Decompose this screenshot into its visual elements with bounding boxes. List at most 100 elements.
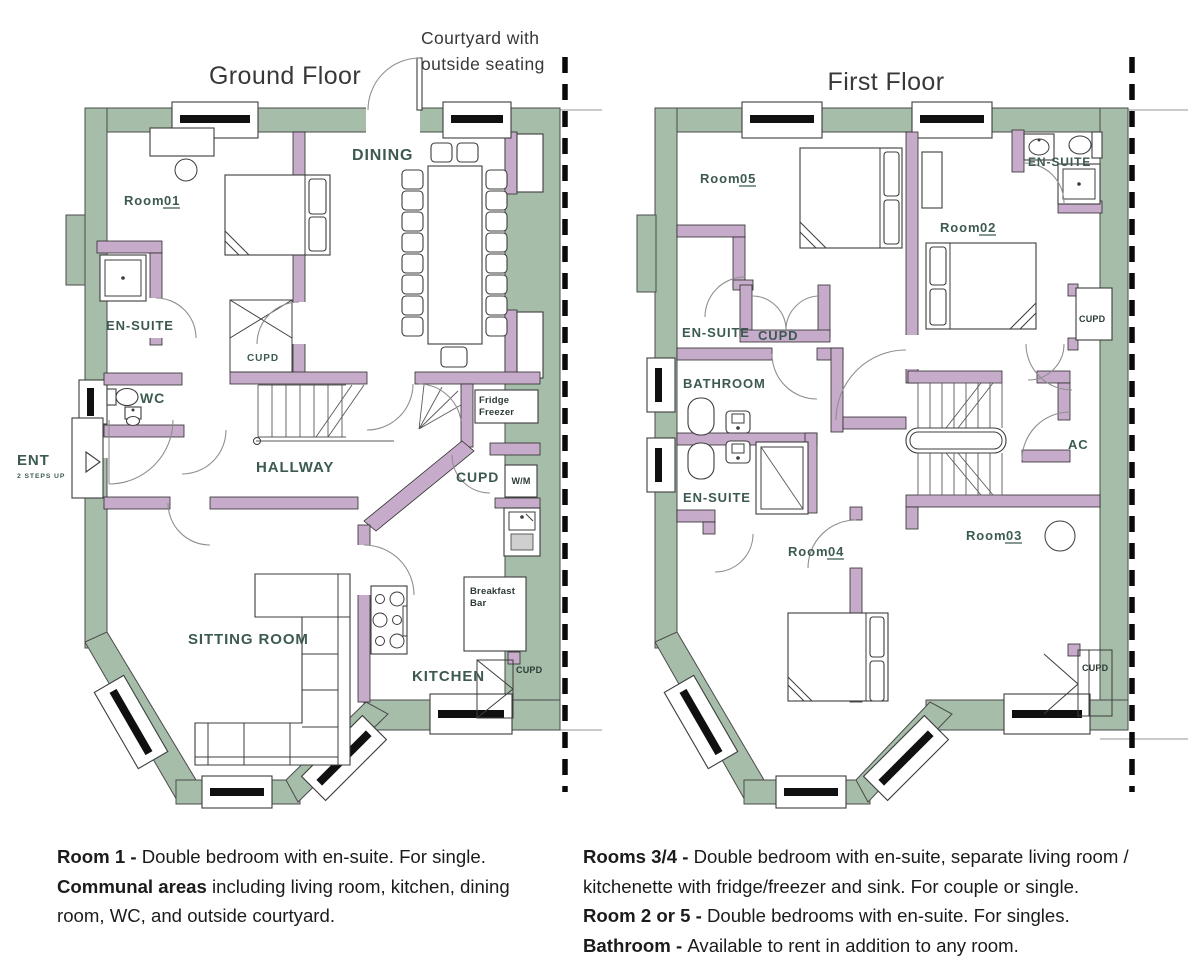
ground-labels: DINING Room 01 EN-SUITE WC CUPD HALLWAY …: [17, 147, 542, 685]
first-floor-plan: Room 05 Room 02 EN-SUITE EN-SUITE CUPD B…: [636, 101, 1129, 809]
legend-text: Double bedroom with en-suite. For single…: [141, 846, 486, 867]
legend-text: room, WC, and outside courtyard.: [57, 905, 335, 926]
label-room3-word: Room: [966, 528, 1006, 543]
label-wc: WC: [140, 390, 165, 406]
toilet: [725, 410, 751, 434]
kitchen-cupboard: [476, 659, 514, 719]
ground-staircase: [253, 383, 462, 445]
legend-bold: Communal areas: [57, 875, 213, 897]
legend-left: Room 1 - Double bedroom with en-suite. F…: [57, 842, 557, 931]
first-floor-title: First Floor: [828, 68, 945, 96]
ground-chimney-niches: [504, 131, 544, 381]
label-room2-num: 02: [980, 220, 996, 235]
label-ac: AC: [1068, 437, 1089, 452]
label-room4-word: Room: [788, 544, 828, 559]
fridge-freezer: [474, 389, 539, 424]
label-cupd-landing: CUPD: [758, 328, 798, 343]
label-wm: W/M: [511, 476, 530, 486]
window: [911, 101, 993, 139]
label-room5-word: Room: [700, 171, 740, 186]
legend-line: Communal areas including living room, ki…: [57, 872, 557, 902]
toilet: [725, 440, 751, 464]
label-room3-num: 03: [1006, 528, 1022, 543]
legend-line: Rooms 3/4 - Double bedroom with en-suite…: [583, 842, 1183, 872]
window: [93, 674, 169, 770]
courtyard-note-line1: Courtyard with: [421, 28, 539, 48]
bathtub: [687, 397, 715, 436]
window: [741, 101, 823, 139]
label-ensuite-ul: EN-SUITE: [682, 325, 750, 340]
legend-line: Room 2 or 5 - Double bedrooms with en-su…: [583, 901, 1183, 931]
right-cupboard: [1075, 287, 1113, 341]
window: [78, 379, 108, 425]
label-fridge-2: Freezer: [479, 407, 514, 418]
basin: [124, 406, 142, 427]
bed-room2: [925, 242, 1037, 330]
label-room5-num: 05: [740, 171, 756, 186]
label-kitchen: KITCHEN: [412, 668, 485, 685]
first-door-arcs: [704, 162, 1073, 573]
understairs-cupboard: [229, 299, 293, 373]
bed-room5: [799, 147, 903, 249]
floor-plans-canvas: Ground Floor First Floor Courtyard with …: [17, 28, 1188, 809]
stool: [174, 158, 198, 182]
legend-line: room, WC, and outside courtyard.: [57, 901, 557, 931]
first-furniture: [687, 131, 1113, 717]
legend-text: including living room, kitchen, dining: [212, 875, 510, 897]
first-labels: Room 05 Room 02 EN-SUITE EN-SUITE CUPD B…: [682, 155, 1109, 673]
label-room1-word: Room: [124, 193, 164, 208]
window: [862, 714, 950, 802]
washing-machine: [504, 464, 538, 498]
ground-door-arcs: [108, 57, 491, 596]
label-sitting-room: SITTING ROOM: [188, 631, 309, 648]
label-ensuite-tr: EN-SUITE: [1028, 155, 1091, 169]
label-ent-sub: 2 STEPS UP: [17, 473, 65, 480]
first-windows: [646, 101, 1091, 809]
legend-bold: Rooms 3/4 -: [583, 846, 694, 867]
window: [646, 357, 676, 413]
breakfast-bar: [463, 576, 527, 652]
label-hallway: HALLWAY: [256, 459, 334, 476]
legend-bold: Bathroom -: [583, 934, 688, 956]
legend-text: Double bedroom with en-suite, separate l…: [693, 846, 1129, 867]
legend-line: Bathroom - Available to rent in addition…: [583, 931, 1183, 960]
label-bathroom: BATHROOM: [683, 376, 766, 391]
label-room2-word: Room: [940, 220, 980, 235]
label-room4-num: 04: [828, 544, 844, 559]
cooker-hob: [370, 585, 408, 655]
legend-bold: Room 2 or 5 -: [583, 905, 707, 926]
entrance-arrow-icon: [85, 450, 101, 474]
sofa: [194, 573, 351, 766]
legend-text: Available to rent in addition to any roo…: [687, 934, 1019, 956]
shower: [1057, 163, 1101, 205]
toilet: [106, 387, 139, 407]
legend-bold: Room 1 -: [57, 846, 142, 867]
legend-line: Room 1 - Double bedroom with en-suite. F…: [57, 842, 557, 872]
window: [429, 693, 513, 735]
dining-table: [401, 142, 508, 368]
legend-text: kitchenette with fridge/freezer and sink…: [583, 875, 1080, 897]
br-cupboard: [1043, 649, 1113, 717]
courtyard-note-line2: outside seating: [421, 54, 545, 74]
window: [1003, 693, 1091, 735]
bathtub: [687, 442, 715, 480]
courtyard-door-opening: [366, 106, 420, 134]
label-fridge-1: Fridge: [479, 395, 509, 406]
label-cupd-br: CUPD: [1082, 663, 1109, 673]
ground-furniture: [71, 127, 541, 766]
ground-interior-walls: [96, 131, 541, 703]
desk: [149, 127, 215, 157]
shower: [755, 441, 809, 515]
label-cupd-hall: CUPD: [456, 469, 499, 485]
bed-room1: [224, 174, 331, 256]
window: [775, 775, 847, 809]
bed-room4: [787, 612, 889, 702]
label-cupd-stairs: CUPD: [247, 353, 279, 364]
party-wall-boundaries: [560, 57, 1188, 792]
label-room1-num: 01: [164, 193, 180, 208]
label-cupd-right: CUPD: [1079, 314, 1106, 324]
label-ensuite-ll: EN-SUITE: [683, 490, 751, 505]
basin: [1023, 133, 1055, 161]
legend-right: Rooms 3/4 - Double bedroom with en-suite…: [583, 842, 1183, 960]
legend-line: kitchenette with fridge/freezer and sink…: [583, 872, 1183, 902]
